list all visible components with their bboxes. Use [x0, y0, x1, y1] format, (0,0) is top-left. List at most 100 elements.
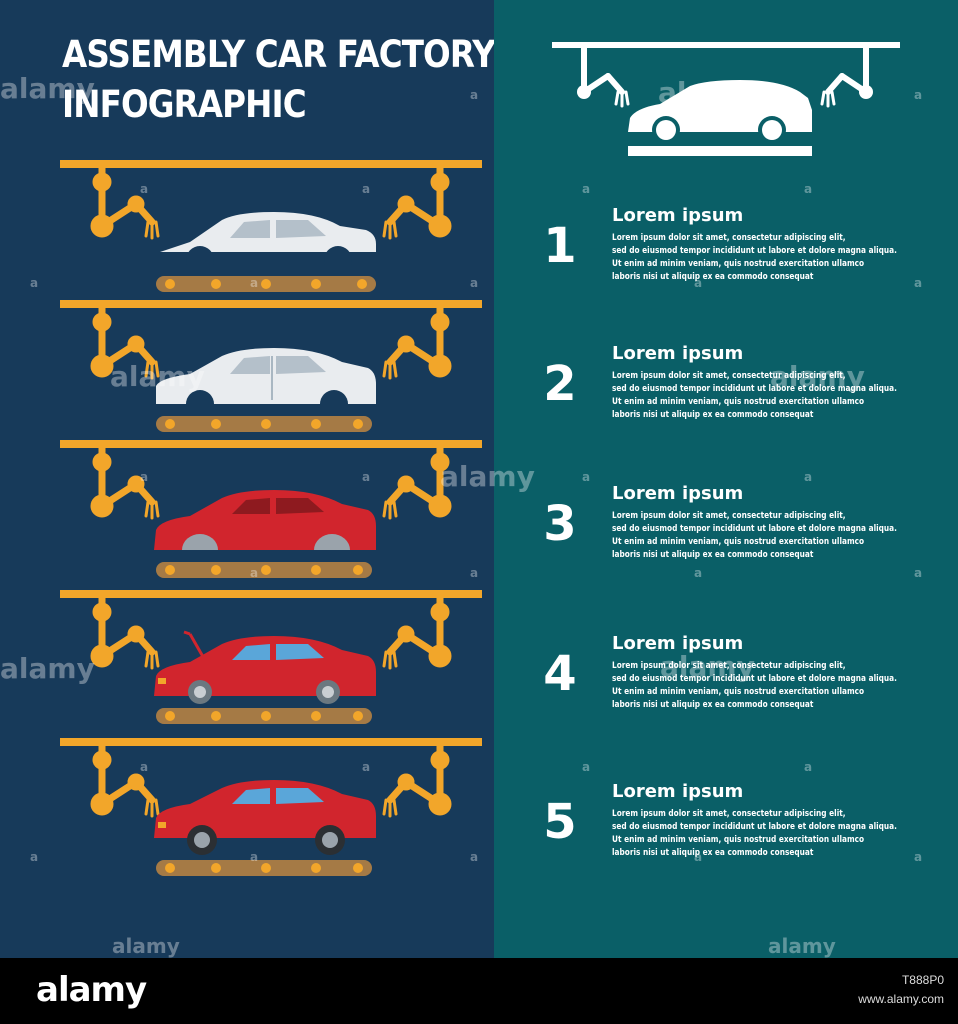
- watermark-letter: a: [140, 760, 149, 774]
- watermark-letter: a: [914, 276, 923, 290]
- step-description-line: laboris nisi ut aliquip ex ea commodo co…: [612, 848, 814, 858]
- assembly-stage-3: [60, 440, 486, 580]
- watermark-letter: a: [362, 182, 371, 196]
- step-title: Lorem ipsum: [612, 483, 744, 504]
- step-description-line: Lorem ipsum dolor sit amet, consectetur …: [612, 371, 846, 381]
- watermark-letter: a: [694, 850, 703, 864]
- assembly-stage-2-illustration: [60, 300, 482, 432]
- watermark-letter: a: [582, 470, 591, 484]
- assembly-stage-4: [60, 590, 486, 730]
- step-number: 5: [543, 794, 577, 850]
- left-robot-arm-icon: [90, 742, 160, 818]
- left-robot-arm-icon: [90, 304, 160, 380]
- step-description: Lorem ipsum dolor sit amet, consectetur …: [612, 510, 924, 562]
- watermark-letter: a: [804, 182, 813, 196]
- step-number: 2: [543, 356, 577, 412]
- step-description-line: Lorem ipsum dolor sit amet, consectetur …: [612, 661, 846, 671]
- watermark-letter: a: [470, 850, 479, 864]
- right-robot-arm-icon: [382, 444, 452, 520]
- step-description: Lorem ipsum dolor sit amet, consectetur …: [612, 808, 924, 860]
- left-robot-arm-icon: [90, 444, 160, 520]
- watermark-letter: a: [804, 760, 813, 774]
- step-description-line: sed do eiusmod tempor incididunt ut labo…: [612, 384, 897, 394]
- assembly-stage-4-illustration: [60, 590, 482, 724]
- site-url[interactable]: www.alamy.com: [858, 992, 944, 1006]
- steps-panel: [494, 0, 958, 958]
- step-title: Lorem ipsum: [612, 781, 744, 802]
- step-description-line: Ut enim ad minim veniam, quis nostrud ex…: [612, 687, 865, 697]
- alamy-logo: alamy: [36, 970, 147, 1010]
- step-1: 1 Lorem ipsum Lorem ipsum dolor sit amet…: [540, 204, 940, 314]
- step-description: Lorem ipsum dolor sit amet, consectetur …: [612, 660, 924, 712]
- step-description-line: sed do eiusmod tempor incididunt ut labo…: [612, 246, 897, 256]
- step-number: 4: [543, 646, 577, 702]
- car-glass-and-hood-icon: [154, 630, 376, 704]
- overhead-rail: [60, 738, 482, 746]
- step-description-line: sed do eiusmod tempor incididunt ut labo…: [612, 674, 897, 684]
- overhead-rail: [60, 590, 482, 598]
- car-painted-red-icon: [154, 490, 376, 550]
- step-5: 5 Lorem ipsum Lorem ipsum dolor sit amet…: [540, 780, 940, 890]
- watermark-letter: a: [914, 850, 923, 864]
- overhead-rail: [60, 160, 482, 168]
- watermark-letter: a: [250, 276, 259, 290]
- watermark-letter: a: [30, 850, 39, 864]
- step-number: 1: [543, 218, 577, 274]
- step-description: Lorem ipsum dolor sit amet, consectetur …: [612, 232, 924, 284]
- overhead-rail: [60, 300, 482, 308]
- conveyor-belt-icon: [156, 276, 376, 292]
- step-title: Lorem ipsum: [612, 633, 744, 654]
- step-description-line: sed do eiusmod tempor incididunt ut labo…: [612, 524, 897, 534]
- step-description-line: laboris nisi ut aliquip ex ea commodo co…: [612, 410, 814, 420]
- right-robot-arm-icon: [382, 304, 452, 380]
- watermark-letter: a: [362, 760, 371, 774]
- watermark-letter: a: [694, 276, 703, 290]
- left-robot-arm-icon: [90, 164, 160, 240]
- step-description-line: laboris nisi ut aliquip ex ea commodo co…: [612, 272, 814, 282]
- step-title: Lorem ipsum: [612, 343, 744, 364]
- stock-footer-bar: alamy T888P0 www.alamy.com: [0, 958, 958, 1024]
- assembly-stage-3-illustration: [60, 440, 482, 578]
- watermark-letter: a: [250, 850, 259, 864]
- step-description-line: Ut enim ad minim veniam, quis nostrud ex…: [612, 259, 865, 269]
- step-description-line: Lorem ipsum dolor sit amet, consectetur …: [612, 809, 846, 819]
- step-4: 4 Lorem ipsum Lorem ipsum dolor sit amet…: [540, 632, 940, 742]
- watermark-letter: a: [914, 566, 923, 580]
- step-description-line: Ut enim ad minim veniam, quis nostrud ex…: [612, 397, 865, 407]
- assembly-stage-1-illustration: [60, 160, 482, 292]
- step-3: 3 Lorem ipsum Lorem ipsum dolor sit amet…: [540, 482, 940, 592]
- right-robot-arm-icon: [382, 742, 452, 818]
- title-line-1: ASSEMBLY CAR FACTORY: [62, 33, 496, 76]
- step-title: Lorem ipsum: [612, 205, 744, 226]
- page-title: ASSEMBLY CAR FACTORY INFOGRAPHIC: [62, 30, 496, 130]
- step-description-line: Lorem ipsum dolor sit amet, consectetur …: [612, 511, 846, 521]
- watermark-letter: a: [804, 470, 813, 484]
- watermark-letter: a: [582, 182, 591, 196]
- conveyor-belt-icon: [156, 562, 372, 578]
- conveyor-belt-icon: [156, 416, 372, 432]
- watermark-letter: a: [582, 760, 591, 774]
- assembly-stage-2: [60, 300, 486, 440]
- watermark-letter: a: [140, 182, 149, 196]
- assembly-line-car-icon: [552, 42, 900, 156]
- car-complete-icon: [154, 780, 376, 855]
- watermark-letter: a: [470, 88, 479, 102]
- step-description-line: laboris nisi ut aliquip ex ea commodo co…: [612, 550, 814, 560]
- right-robot-arm-icon: [382, 594, 452, 670]
- watermark-letter: a: [470, 276, 479, 290]
- assembly-line-panel: ASSEMBLY CAR FACTORY INFOGRAPHIC: [0, 0, 496, 958]
- watermark-letter: a: [694, 566, 703, 580]
- assembly-stage-5: [60, 738, 486, 878]
- step-number: 3: [543, 496, 577, 552]
- watermark-letter: a: [362, 470, 371, 484]
- step-2: 2 Lorem ipsum Lorem ipsum dolor sit amet…: [540, 342, 940, 452]
- left-robot-arm-icon: [90, 594, 160, 670]
- watermark-letter: a: [470, 566, 479, 580]
- assembly-stage-5-illustration: [60, 738, 482, 876]
- overhead-rail: [60, 440, 482, 448]
- image-id: T888P0: [901, 973, 944, 987]
- conveyor-belt-icon: [156, 708, 372, 724]
- assembly-stage-1: [60, 160, 486, 300]
- watermark-letter: a: [30, 276, 39, 290]
